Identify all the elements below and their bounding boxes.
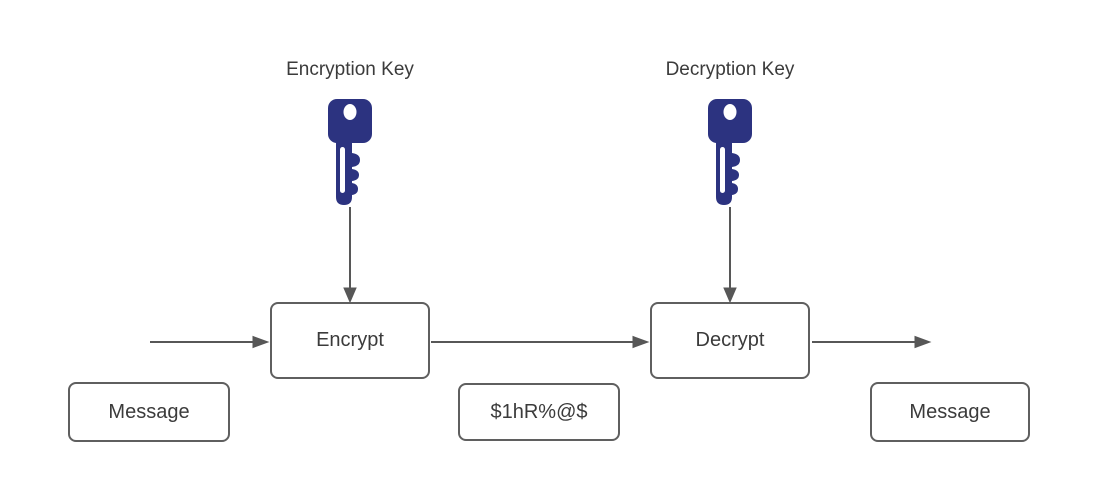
encrypt-box-label: Encrypt bbox=[316, 329, 384, 351]
decryption-key-icon bbox=[708, 99, 752, 205]
encryption-key-label: Encryption Key bbox=[286, 59, 414, 80]
ciphertext-label: $1hR%@$ bbox=[490, 400, 588, 423]
encrypt-box: Encrypt bbox=[270, 302, 430, 379]
message-output-box: Message bbox=[870, 382, 1030, 442]
decrypt-box: Decrypt bbox=[650, 302, 810, 379]
message-input-label: Message bbox=[108, 400, 190, 423]
decrypt-box-label: Decrypt bbox=[695, 329, 765, 351]
arrow-input-to-encrypt bbox=[150, 335, 270, 349]
arrow-decrypt-to-output bbox=[812, 335, 932, 349]
message-output-label: Message bbox=[909, 400, 991, 423]
encryption-key-icon bbox=[328, 99, 372, 205]
arrow-encryption-key-to-encrypt bbox=[343, 207, 357, 304]
message-input-box: Message bbox=[68, 382, 230, 442]
arrow-decryption-key-to-decrypt bbox=[723, 207, 737, 304]
arrow-encrypt-to-decrypt bbox=[431, 335, 650, 349]
decryption-key-label: Decryption Key bbox=[665, 59, 795, 80]
ciphertext-box: $1hR%@$ bbox=[458, 383, 620, 441]
